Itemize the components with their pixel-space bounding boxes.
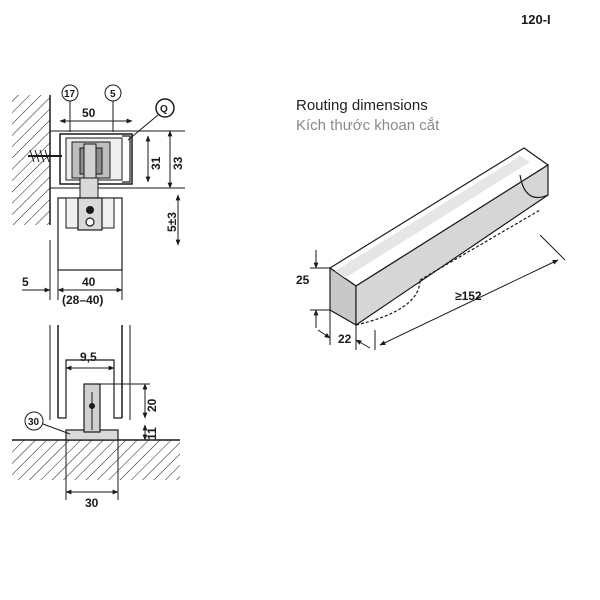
dim-152: ≥152 <box>455 289 482 303</box>
hanger-post <box>79 177 99 201</box>
dim-25: 25 <box>296 273 310 287</box>
top-view-dimensions <box>22 118 181 293</box>
dim-33: 33 <box>171 156 185 170</box>
dim-28-40: (28–40) <box>62 293 103 307</box>
routing-dimensions <box>310 234 566 350</box>
bottom-view-dimensions <box>65 365 148 495</box>
dim-50: 50 <box>82 106 96 120</box>
dim-5: 5 <box>22 275 29 289</box>
callout-q: Q <box>127 98 175 141</box>
dim-22: 22 <box>338 332 352 346</box>
callout-5: 5 <box>104 84 122 132</box>
callout-30: 30 <box>24 411 71 435</box>
screw-icon <box>28 149 62 163</box>
callout-17: 17 <box>61 84 79 132</box>
dim-30: 30 <box>85 496 99 510</box>
dim-40: 40 <box>82 275 96 289</box>
top-view-section <box>12 95 185 300</box>
svg-text:5: 5 <box>110 89 116 100</box>
svg-text:17: 17 <box>64 89 76 100</box>
dim-5pm3: 5±3 <box>165 212 179 232</box>
svg-text:30: 30 <box>28 417 40 428</box>
wall-hatch <box>12 95 50 225</box>
page-code: 120-I <box>521 12 551 27</box>
floor-hatch <box>12 440 180 480</box>
dim-31: 31 <box>149 156 163 170</box>
dim-20: 20 <box>145 398 159 412</box>
bottom-view-section <box>12 325 180 500</box>
svg-text:Q: Q <box>160 104 168 115</box>
routing-groove-drawing <box>328 147 550 327</box>
dim-9-5: 9,5 <box>80 350 97 364</box>
routing-title-vi: Kích thước khoan cắt <box>296 117 440 134</box>
routing-title-en: Routing dimensions <box>296 97 428 114</box>
dim-11: 11 <box>145 427 159 440</box>
